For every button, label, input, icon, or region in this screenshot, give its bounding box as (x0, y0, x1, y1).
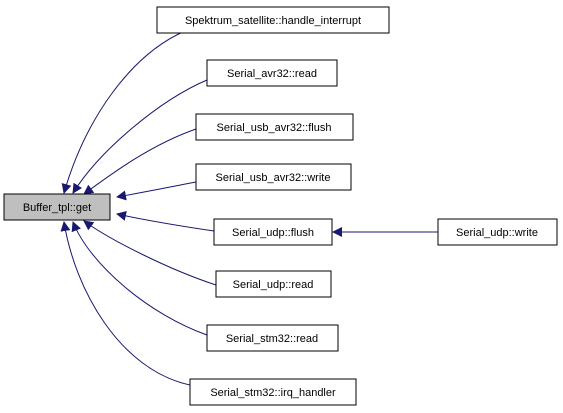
edge-serial-udp-flush-to-buffer-get (116, 211, 215, 232)
node-box (213, 218, 333, 246)
node-serial-usb-avr32-write[interactable]: Serial_usb_avr32::write (195, 163, 352, 191)
node-box (195, 163, 352, 191)
node-box (206, 324, 339, 352)
node-serial-usb-avr32-flush[interactable]: Serial_usb_avr32::flush (195, 113, 354, 141)
edge-serial-stm32-irq-handler-to-buffer-get (60, 221, 191, 386)
node-label: Serial_stm32::irq_handler (210, 387, 336, 399)
edge-serial-avr32-read-to-buffer-get (72, 79, 208, 194)
node-serial-udp-flush[interactable]: Serial_udp::flush (213, 218, 333, 246)
node-label: Serial_stm32::read (226, 333, 318, 345)
node-box (437, 218, 558, 246)
node-label: Serial_udp::write (456, 227, 538, 239)
node-box (3, 193, 111, 221)
node-serial-stm32-read[interactable]: Serial_stm32::read (206, 324, 339, 352)
edge-serial-udp-read-to-buffer-get (83, 220, 217, 286)
node-serial-avr32-read[interactable]: Serial_avr32::read (206, 59, 338, 87)
node-buffer-get[interactable]: Buffer_tpl::get (3, 193, 111, 221)
node-spektrum-satellite-handle-interrupt[interactable]: Spektrum_satellite::handle_interrupt (156, 6, 390, 34)
node-label: Serial_usb_avr32::write (216, 172, 331, 184)
node-label: Buffer_tpl::get (23, 202, 91, 214)
node-box (206, 59, 338, 87)
edge-serial-usb-avr32-write-to-buffer-get (116, 181, 197, 201)
edge-serial-usb-avr32-flush-to-buffer-get (83, 128, 197, 195)
node-label: Serial_avr32::read (227, 68, 317, 80)
node-box (215, 270, 332, 298)
node-box (156, 6, 390, 34)
edge-serial-stm32-read-to-buffer-get (71, 221, 208, 336)
node-serial-stm32-irq-handler[interactable]: Serial_stm32::irq_handler (189, 378, 357, 406)
node-label: Spektrum_satellite::handle_interrupt (185, 15, 361, 27)
node-label: Serial_udp::read (233, 279, 314, 291)
edges (60, 30, 438, 386)
node-serial-udp-read[interactable]: Serial_udp::read (215, 270, 332, 298)
node-serial-udp-write[interactable]: Serial_udp::write (437, 218, 558, 246)
node-box (195, 113, 354, 141)
edge-spektrum-to-buffer-get (61, 30, 186, 194)
node-label: Serial_udp::flush (232, 227, 314, 239)
node-label: Serial_usb_avr32::flush (217, 122, 332, 134)
nodes: Buffer_tpl::get Spektrum_satellite::hand… (3, 6, 558, 406)
node-box (189, 378, 357, 406)
